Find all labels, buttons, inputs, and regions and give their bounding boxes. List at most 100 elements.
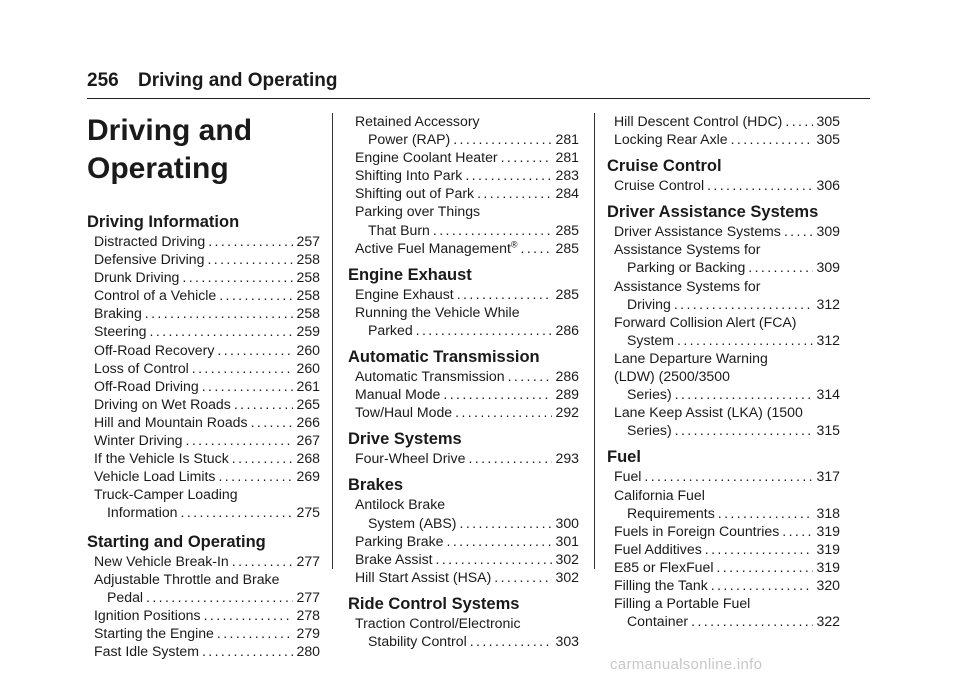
toc-entry[interactable]: Vehicle Load Limits269 (87, 467, 320, 485)
toc-entry[interactable]: Running the Vehicle WhileParked286 (348, 303, 579, 339)
toc-entry[interactable]: Fuel Additives319 (607, 540, 840, 558)
toc-entry[interactable]: E85 or FlexFuel319 (607, 558, 840, 576)
toc-entry[interactable]: If the Vehicle Is Stuck268 (87, 449, 320, 467)
toc-entry-text: Hill and Mountain Roads (94, 413, 248, 430)
toc-entry[interactable]: Assistance Systems forDriving312 (607, 277, 840, 313)
toc-entry[interactable]: Hill and Mountain Roads 266 (87, 413, 320, 431)
toc-page-number: 283 (555, 167, 579, 184)
toc-entry-text: Driving on Wet Roads (94, 395, 231, 412)
dot-leader (465, 166, 552, 184)
toc-page-number: 259 (296, 323, 320, 340)
toc-entry[interactable]: Winter Driving267 (87, 431, 320, 449)
toc-page-number: 314 (816, 386, 840, 403)
dot-leader (232, 449, 294, 467)
toc-entry[interactable]: Four-Wheel Drive293 (348, 449, 579, 467)
toc-page-number: 278 (296, 606, 320, 623)
toc-entry[interactable]: Steering 259 (87, 322, 320, 340)
toc-entry[interactable]: New Vehicle Break-In277 (87, 552, 320, 570)
toc-entry[interactable]: Hill Descent Control (HDC)305 (607, 112, 840, 130)
toc-entry[interactable]: Hill Start Assist (HSA)302 (348, 568, 579, 586)
toc-entry[interactable]: Starting the Engine279 (87, 624, 320, 642)
toc-entry-text: Active Fuel Management® (355, 238, 518, 256)
toc-entry[interactable]: Active Fuel Management®285 (348, 239, 579, 257)
toc-page-number: 303 (555, 632, 579, 649)
toc-entry[interactable]: Engine Coolant Heater281 (348, 148, 579, 166)
toc-entry-text: Series) (627, 386, 672, 403)
toc-entry[interactable]: Truck-Camper LoadingInformation275 (87, 485, 320, 521)
toc-column-1: Driving and Operating Driving Informatio… (87, 112, 320, 660)
toc-entry[interactable]: Forward Collision Alert (FCA)System312 (607, 313, 840, 349)
toc-entry[interactable]: Adjustable Throttle and BrakePedal277 (87, 570, 320, 606)
dot-leader (705, 540, 814, 558)
toc-entry[interactable]: Braking258 (87, 304, 320, 322)
section-heading: Ride Control Systems (348, 594, 520, 613)
toc-entry[interactable]: Manual Mode 289 (348, 385, 579, 403)
toc-entry-text: Manual Mode (355, 386, 441, 403)
toc-entry[interactable]: Parking Brake301 (348, 532, 579, 550)
toc-entry[interactable]: Fuels in Foreign Countries 319 (607, 522, 840, 540)
toc-page-number: 260 (296, 359, 320, 376)
section-heading: Engine Exhaust (348, 265, 472, 284)
toc-entry-text: Locking Rear Axle (614, 131, 728, 148)
toc-page-number: 319 (816, 522, 840, 539)
toc-entry[interactable]: Drunk Driving258 (87, 268, 320, 286)
toc-entry[interactable]: Ignition Positions 278 (87, 606, 320, 624)
toc-entry[interactable]: Brake Assist302 (348, 550, 579, 568)
toc-entry-text: Distracted Driving (94, 233, 206, 249)
toc-entry-text: Stability Control (368, 632, 467, 649)
toc-entry-text: Defensive Driving (94, 251, 205, 268)
toc-entry[interactable]: Loss of Control 260 (87, 359, 320, 377)
toc-page-number: 265 (296, 395, 320, 412)
toc-entry[interactable]: Off-Road Driving261 (87, 377, 320, 395)
toc-entry[interactable]: Driver Assistance Systems309 (607, 222, 840, 240)
toc-page-number: 281 (555, 131, 579, 148)
toc-entry[interactable]: Locking Rear Axle305 (607, 130, 840, 148)
toc-entry[interactable]: Driving on Wet Roads 265 (87, 395, 320, 413)
toc-entry[interactable]: Defensive Driving258 (87, 250, 320, 268)
toc-page-number: 289 (555, 386, 579, 403)
toc-entry-text: Ignition Positions (94, 606, 201, 623)
dot-leader (219, 286, 293, 304)
toc-entry[interactable]: California FuelRequirements318 (607, 486, 840, 522)
toc-entry[interactable]: Filling a Portable FuelContainer322 (607, 594, 840, 630)
toc-entry[interactable]: Cruise Control306 (607, 176, 840, 194)
toc-entry-text: Driver Assistance Systems (614, 223, 781, 240)
dot-leader (447, 532, 553, 550)
toc-entry[interactable]: Fuel317 (607, 467, 840, 485)
toc-entry[interactable]: Shifting out of Park284 (348, 184, 579, 202)
toc-entry[interactable]: Tow/Haul Mode292 (348, 403, 579, 421)
toc-entry[interactable]: Fast Idle System280 (87, 642, 320, 660)
dot-leader (460, 514, 553, 532)
toc-entry[interactable]: Filling the Tank320 (607, 576, 840, 594)
toc-entry-text: If the Vehicle Is Stuck (94, 450, 229, 467)
toc-entry[interactable]: Off-Road Recovery260 (87, 341, 320, 359)
header-divider (87, 98, 870, 99)
dot-leader (217, 624, 294, 642)
toc-entry-text: Drunk Driving (94, 269, 180, 286)
dot-leader (644, 467, 813, 485)
toc-entry[interactable]: Engine Exhaust285 (348, 285, 579, 303)
toc-entry-text: Pedal (107, 588, 144, 605)
toc-entry[interactable]: Control of a Vehicle258 (87, 286, 320, 304)
toc-entry-text: Fuels in Foreign Countries (614, 522, 780, 539)
toc-entry-text: Starting the Engine (94, 624, 214, 641)
column-divider (594, 113, 595, 569)
toc-entry-text: Steering (94, 323, 147, 340)
toc-entry[interactable]: Automatic Transmission286 (348, 367, 579, 385)
toc-entry[interactable]: Distracted Driving257 (87, 232, 320, 250)
toc-entry[interactable]: Shifting Into Park283 (348, 166, 579, 184)
toc-entry-text: Loss of Control (94, 359, 189, 376)
section-heading: Fuel (607, 448, 641, 467)
toc-page-number: 266 (296, 413, 320, 430)
dot-leader (218, 467, 293, 485)
